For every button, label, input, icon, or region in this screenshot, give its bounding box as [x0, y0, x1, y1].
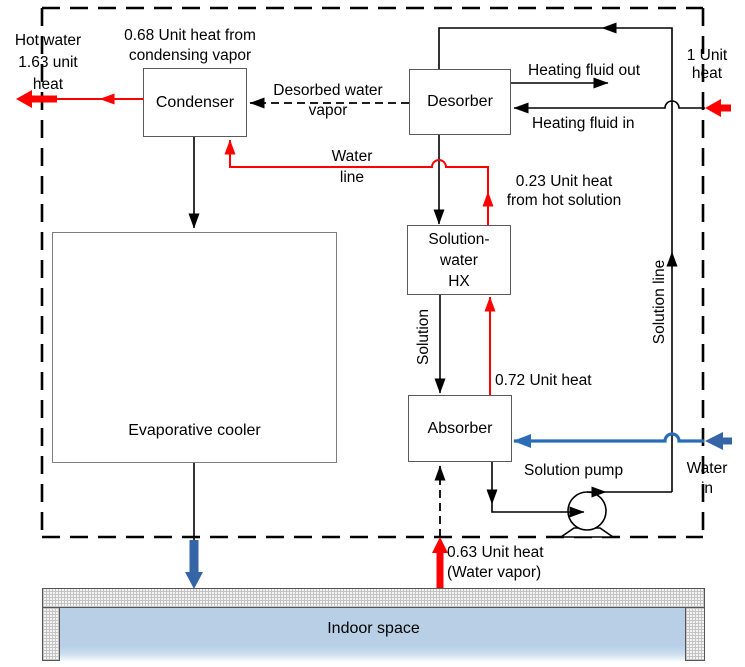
desorbed-vapor-label: Desorbed water vapor [273, 82, 383, 119]
water-line-label: Water line [331, 148, 373, 186]
one-unit-heat-in-arrow [705, 99, 731, 117]
hot-water-label: Hot water 1.63 unit heat [14, 32, 82, 93]
one-unit-heat-label: 1 Unit heat [686, 47, 728, 82]
condensing-heat-label: 0.68 Unit heat from condensing vapor [124, 27, 256, 64]
hot-solution-heat-label: 0.23 Unit heat from hot solution [506, 173, 622, 209]
indoor-space-label: Indoor space [327, 620, 420, 637]
solution-water-hx-box: Solution- water HX [407, 225, 511, 295]
solution-pump-label: Solution pump [524, 462, 624, 479]
solution-water-hx-label: Solution- water HX [428, 230, 490, 290]
line-to-pump [491, 504, 585, 518]
indoor-right-wall [685, 607, 705, 661]
evaporative-cooler-box: Evaporative cooler [52, 232, 337, 463]
water-line-to-condenser [224, 139, 489, 192]
solution-line-label: Solution line [651, 259, 668, 345]
desorber-box: Desorber [409, 69, 511, 135]
absorber-label: Absorber [427, 419, 493, 437]
solution-label: Solution [415, 309, 432, 366]
indoor-left-wall [42, 607, 60, 661]
heating-fluid-out-label: Heating fluid out [528, 62, 641, 79]
absorber-heat-label: 0.72 Unit heat [495, 372, 592, 389]
desorber-label: Desorber [427, 93, 493, 110]
water-in-label: Water in [686, 460, 728, 497]
absorber-box: Absorber [408, 395, 512, 462]
indoor-room [60, 608, 685, 661]
indoor-top-wall [42, 588, 705, 608]
water-in-arrow [705, 432, 732, 450]
solution-pump [558, 491, 616, 538]
heating-fluid-in-line [513, 100, 705, 114]
cooled-air-down-arrow [185, 540, 203, 589]
hot-water-out-arrow [16, 90, 57, 108]
solution-line-into-desorber [438, 27, 602, 69]
water-in-line [513, 432, 704, 448]
indoor-space: Indoor space [42, 588, 705, 661]
water-vapor-up-arrow [432, 537, 448, 588]
solution-line-top [601, 22, 673, 252]
evaporative-cooler-label: Evaporative cooler [128, 422, 261, 439]
pump-circle [567, 491, 607, 531]
condenser-box: Condenser [143, 68, 247, 137]
heating-fluid-in-label: Heating fluid in [532, 115, 635, 132]
condenser-label: Condenser [155, 93, 235, 111]
water-vapor-heat-label: 0.63 Unit heat (Water vapor) [447, 544, 544, 581]
